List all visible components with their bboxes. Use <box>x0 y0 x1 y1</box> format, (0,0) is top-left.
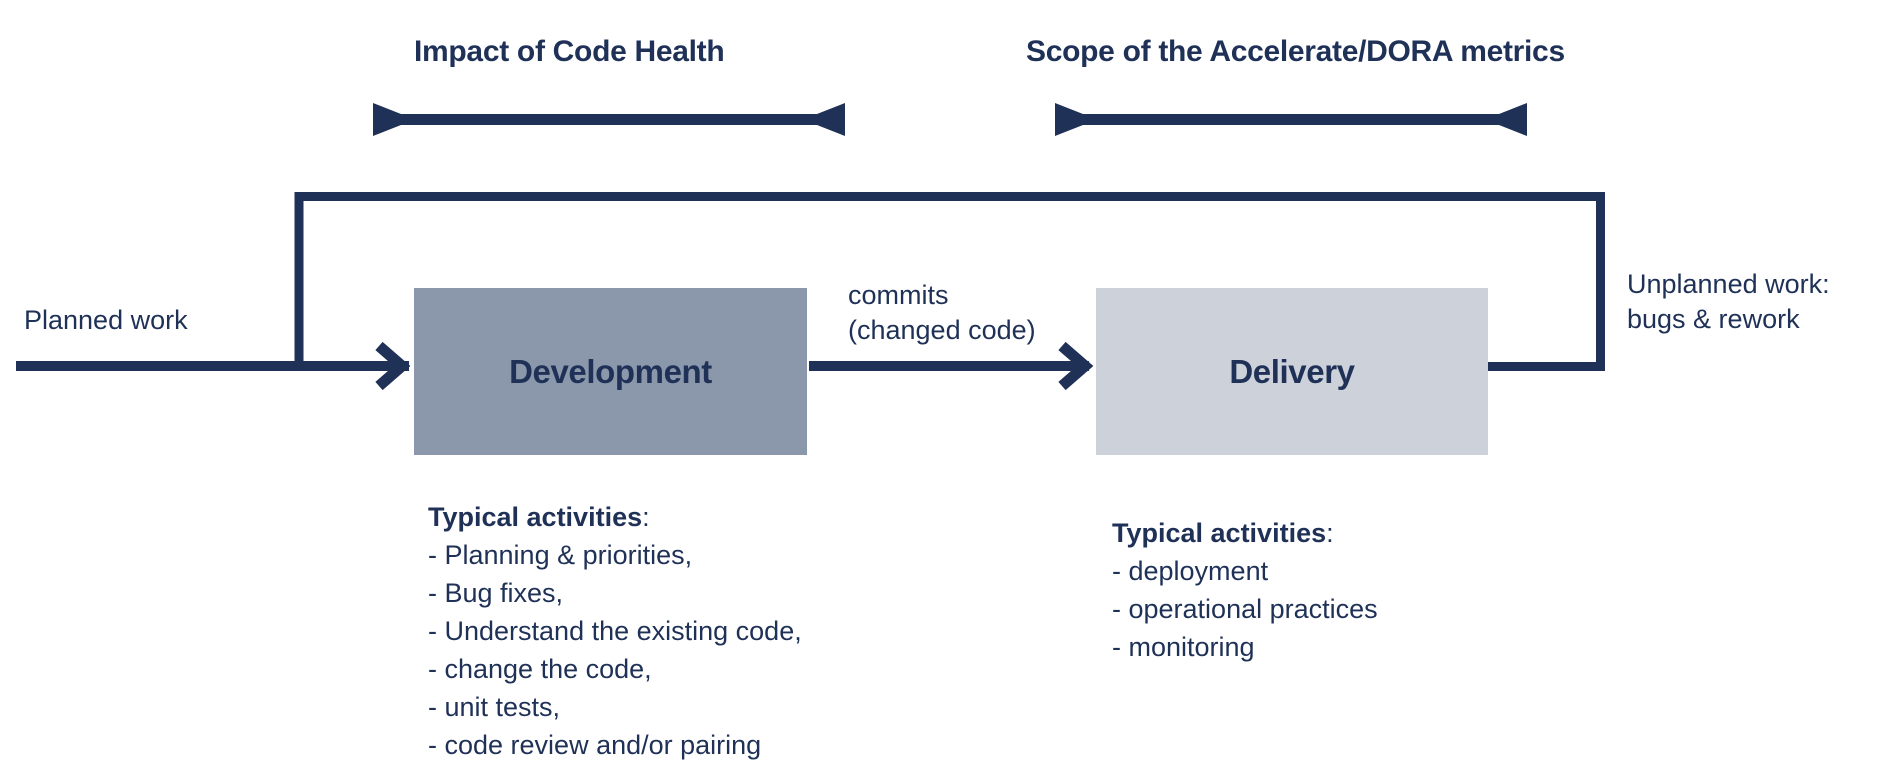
activities-development-heading: Typical activities: <box>428 498 802 536</box>
list-item: - deployment <box>1112 556 1269 586</box>
label-planned-work: Planned work <box>24 305 188 335</box>
list-item: - operational practices <box>1112 594 1378 624</box>
activities-delivery-heading: Typical activities: <box>1112 514 1378 552</box>
process-box-delivery-label: Delivery <box>1229 352 1355 390</box>
activities-delivery-list: - deployment - operational practices - m… <box>1112 552 1378 666</box>
list-item: - change the code, <box>428 654 652 684</box>
list-item: - Planning & priorities, <box>428 540 693 570</box>
section-title-code-health: Impact of Code Health <box>414 35 725 68</box>
span-arrow-dora-icon <box>1055 99 1527 139</box>
activities-delivery-heading-colon: : <box>1326 518 1334 548</box>
section-title-dora: Scope of the Accelerate/DORA metrics <box>1026 35 1565 68</box>
process-box-development-label: Development <box>509 352 712 390</box>
process-box-delivery[interactable]: Delivery <box>1096 288 1488 455</box>
activities-development: Typical activities: - Planning & priorit… <box>428 498 802 764</box>
label-commits: commits (changed code) <box>848 280 1036 345</box>
list-item: - Bug fixes, <box>428 578 564 608</box>
activities-development-heading-colon: : <box>642 502 650 532</box>
label-unplanned-work: Unplanned work: bugs & rework <box>1627 269 1830 334</box>
activities-development-heading-text: Typical activities <box>428 502 643 532</box>
planned-work-arrow-icon <box>16 341 411 391</box>
span-arrow-code-health-icon <box>373 99 845 139</box>
process-box-development[interactable]: Development <box>414 288 807 455</box>
list-item: - code review and/or pairing <box>428 730 762 760</box>
activities-delivery-heading-text: Typical activities <box>1112 518 1327 548</box>
list-item: - monitoring <box>1112 632 1255 662</box>
list-item: - Understand the existing code, <box>428 616 802 646</box>
activities-development-list: - Planning & priorities, - Bug fixes, - … <box>428 536 802 764</box>
activities-delivery: Typical activities: - deployment - opera… <box>1112 514 1378 666</box>
list-item: - unit tests, <box>428 692 561 722</box>
commits-arrow-icon <box>809 341 1094 391</box>
